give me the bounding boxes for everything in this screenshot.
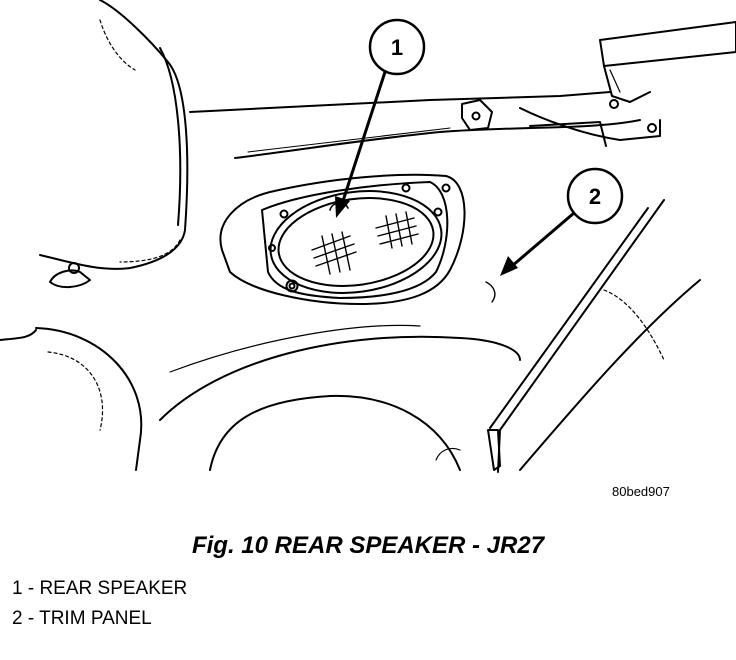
svg-text:1: 1: [391, 35, 403, 60]
callout-1: 1: [335, 18, 426, 218]
figure-caption: Fig. 10 REAR SPEAKER - JR27: [191, 532, 545, 559]
trim-panel: [485, 199, 701, 473]
legend-item-rear-speaker: 1 - REAR SPEAKER: [12, 578, 188, 599]
legend-item-trim-panel: 2 - TRIM PANEL: [12, 608, 152, 629]
seat-back: [39, 0, 189, 288]
rear-speaker: [219, 173, 466, 305]
drawing-code: 80bed907: [612, 484, 670, 499]
svg-text:2: 2: [589, 184, 601, 209]
quarter-panel: [0, 324, 521, 471]
rear-speaker-illustration: 1 2: [0, 0, 736, 473]
package-shelf: [189, 21, 736, 159]
callout-2: 2: [500, 167, 624, 276]
